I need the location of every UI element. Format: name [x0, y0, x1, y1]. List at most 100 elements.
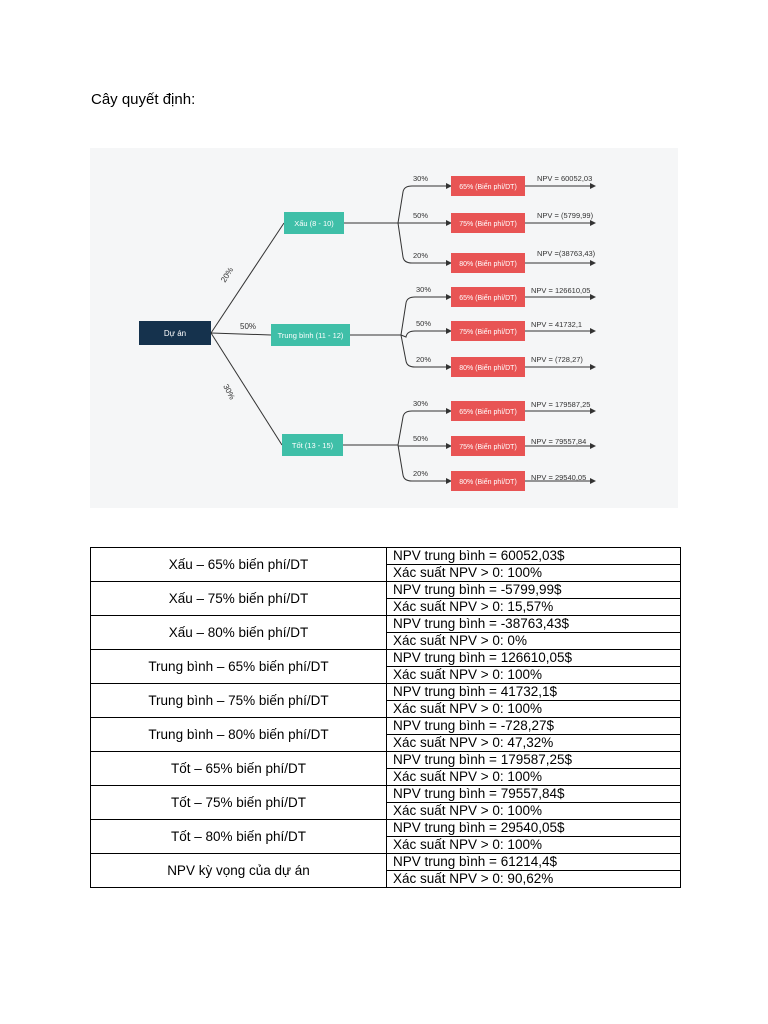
outcome-node — [451, 401, 525, 421]
npv-mean-cell: NPV trung bình = -5799,99$ — [386, 581, 681, 599]
npv-label: NPV = (728,27) — [531, 355, 583, 364]
branch-probability: 30% — [221, 383, 236, 401]
outcome-node-label: 75% (Biến phí/DT) — [459, 219, 517, 228]
branch-line — [210, 332, 283, 446]
branch-line — [210, 332, 272, 336]
branch-line — [397, 183, 452, 224]
scenario-cell: Xấu – 75% biến phí/DT — [90, 581, 387, 616]
npv-probability-cell: Xác suất NPV > 0: 100% — [386, 564, 681, 582]
leaf-probability: 30% — [413, 399, 428, 408]
scenario-node — [271, 324, 350, 346]
npv-probability-cell: Xác suất NPV > 0: 15,57% — [386, 598, 681, 616]
branch-probability: 50% — [240, 322, 256, 331]
leaf-probability: 30% — [413, 174, 428, 183]
outcome-node-label: 65% (Biến phí/DT) — [459, 407, 517, 416]
outcome-node-label: 80% (Biến phí/DT) — [459, 363, 517, 372]
npv-label: NPV = 29540,05 — [531, 473, 586, 482]
outcome-node — [451, 357, 525, 377]
scenario-cell: NPV kỳ vọng của dự án — [90, 853, 387, 888]
branch-line — [397, 222, 452, 266]
npv-label: NPV = (5799,99) — [537, 211, 594, 220]
npv-probability-cell: Xác suất NPV > 0: 100% — [386, 836, 681, 854]
scenario-cell: Trung bình – 65% biến phí/DT — [90, 649, 387, 684]
decision-tree-svg: Dự án 20% Xấu (8 - 10) 50% Trung bình (11 - … — [139, 174, 596, 491]
branch-line — [400, 328, 452, 338]
scenario-node — [284, 212, 344, 234]
npv-probability-cell: Xác suất NPV > 0: 0% — [386, 632, 681, 650]
npv-mean-cell: NPV trung bình = 126610,05$ — [386, 649, 681, 667]
root-node-label: Dự án — [164, 329, 186, 338]
npv-probability-cell: Xác suất NPV > 0: 90,62% — [386, 870, 681, 888]
branch-line — [397, 444, 452, 484]
outcome-node — [451, 287, 525, 307]
scenario-cell: Xấu – 80% biến phí/DT — [90, 615, 387, 650]
scenario-cell: Trung bình – 75% biến phí/DT — [90, 683, 387, 718]
npv-mean-cell: NPV trung bình = 60052,03$ — [386, 547, 681, 565]
decision-tree: Dự án 20% Xấu (8 - 10) 50% Trung bình (11 - … — [90, 148, 678, 508]
scenario-cell: Tốt – 75% biến phí/DT — [90, 785, 387, 820]
scenario-cell: Xấu – 65% biến phí/DT — [90, 547, 387, 582]
branch-line — [210, 222, 285, 334]
npv-mean-cell: NPV trung bình = 29540,05$ — [386, 819, 681, 837]
branch-line — [400, 334, 452, 370]
leaf-probability: 20% — [413, 469, 428, 478]
table-row: Xác suất NPV > 0: 100% — [91, 836, 681, 854]
outcome-node-label: 80% (Biến phí/DT) — [459, 477, 517, 486]
table-row: Xác suất NPV > 0: 100% — [91, 564, 681, 582]
table-row: Xác suất NPV > 0: 47,32% — [91, 734, 681, 752]
npv-mean-cell: NPV trung bình = -728,27$ — [386, 717, 681, 735]
page-heading: Cây quyết định: — [91, 91, 196, 108]
outcome-node — [451, 471, 525, 491]
scenario-cell: Tốt – 80% biến phí/DT — [90, 819, 387, 854]
outcome-node — [451, 436, 525, 456]
npv-probability-cell: Xác suất NPV > 0: 100% — [386, 700, 681, 718]
branch-probability: 20% — [219, 266, 235, 284]
outcome-node-label: 65% (Biến phí/DT) — [459, 293, 517, 302]
npv-probability-cell: Xác suất NPV > 0: 100% — [386, 802, 681, 820]
scenario-cell: Trung bình – 80% biến phí/DT — [90, 717, 387, 752]
outcome-node-label: 80% (Biến phí/DT) — [459, 259, 517, 268]
npv-probability-cell: Xác suất NPV > 0: 100% — [386, 768, 681, 786]
table-row: Xác suất NPV > 0: 15,57% — [91, 598, 681, 616]
table-row: Xác suất NPV > 0: 100% — [91, 666, 681, 684]
table-row: Xác suất NPV > 0: 0% — [91, 632, 681, 650]
leaf-probability: 20% — [416, 355, 431, 364]
npv-label: NPV = 179587,25 — [531, 400, 590, 409]
leaf-probability: 20% — [413, 251, 428, 260]
branch-line — [397, 408, 452, 446]
scenario-node-label: Trung bình (11 - 12) — [278, 331, 344, 340]
npv-mean-cell: NPV trung bình = 179587,25$ — [386, 751, 681, 769]
outcome-node-label: 75% (Biến phí/DT) — [459, 327, 517, 336]
leaf-probability: 50% — [413, 211, 428, 220]
scenario-node — [282, 434, 343, 456]
npv-mean-cell: NPV trung bình = -38763,43$ — [386, 615, 681, 633]
outcome-node-label: 75% (Biến phí/DT) — [459, 442, 517, 451]
npv-probability-cell: Xác suất NPV > 0: 47,32% — [386, 734, 681, 752]
scenario-node-label: Tốt (13 - 15) — [292, 441, 334, 450]
npv-label: NPV =(38763,43) — [537, 249, 596, 258]
scenario-node-label: Xấu (8 - 10) — [294, 219, 334, 228]
outcome-node — [451, 213, 525, 233]
root-node — [139, 321, 211, 345]
leaf-probability: 50% — [416, 319, 431, 328]
npv-probability-cell: Xác suất NPV > 0: 100% — [386, 666, 681, 684]
npv-label: NPV = 79557,84 — [531, 437, 586, 446]
branch-line — [400, 294, 452, 336]
table-row: Xác suất NPV > 0: 100% — [91, 802, 681, 820]
leaf-probability: 30% — [416, 285, 431, 294]
table-row: Xác suất NPV > 0: 90,62% — [91, 870, 681, 888]
npv-mean-cell: NPV trung bình = 41732,1$ — [386, 683, 681, 701]
npv-label: NPV = 126610,05 — [531, 286, 590, 295]
outcome-node — [451, 176, 525, 196]
